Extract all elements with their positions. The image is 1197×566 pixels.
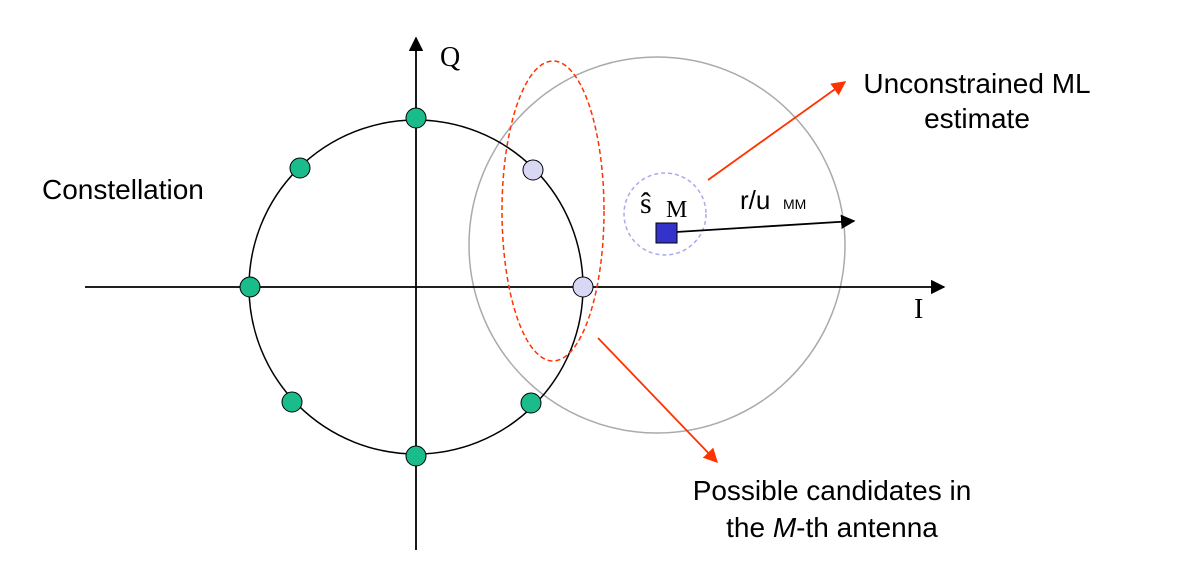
constellation-point — [405, 445, 427, 467]
candidates-line2-pre: the — [726, 512, 773, 543]
candidates-label-line1: Possible candidates in — [693, 475, 972, 506]
s-hat-subscript: M — [666, 197, 687, 223]
candidates-line2-post: -th antenna — [796, 512, 938, 543]
candidate-point — [572, 276, 594, 298]
candidates-line2-italic: M — [773, 512, 797, 543]
i-axis-label: I — [914, 294, 923, 325]
radius-label: r/u — [740, 185, 770, 215]
constellation-label: Constellation — [42, 174, 204, 205]
constellation-point — [239, 276, 261, 298]
s-hat-symbol: ŝ — [640, 187, 652, 220]
candidate-point — [522, 159, 544, 181]
constellation-point — [520, 392, 542, 414]
estimate-square — [655, 222, 678, 244]
radius-arrow — [675, 214, 856, 233]
unconstrained-arrow — [707, 81, 847, 181]
constellation-point — [289, 157, 311, 179]
constellation-point — [405, 107, 427, 129]
q-axis-label: Q — [440, 42, 460, 73]
radius-subscript: MM — [783, 196, 806, 212]
candidates-arrow — [597, 337, 718, 464]
unconstrained-label-line1: Unconstrained ML — [863, 68, 1090, 99]
candidates-label-line2: the M-th antenna — [726, 512, 938, 543]
constellation-point — [281, 391, 303, 413]
unconstrained-label-line2: estimate — [924, 103, 1030, 134]
search-sphere-circle — [468, 56, 846, 434]
estimate-dashed-circle — [623, 172, 707, 256]
candidates-ellipse — [501, 60, 605, 362]
